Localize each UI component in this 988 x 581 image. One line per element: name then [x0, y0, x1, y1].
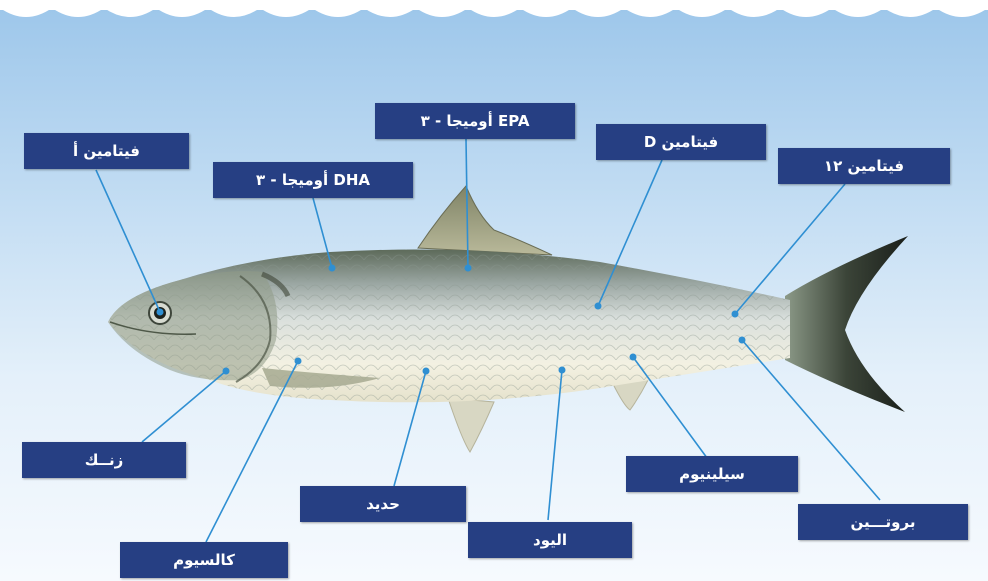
- herring-fish-icon: [108, 186, 908, 452]
- dot-zinc: [223, 368, 230, 375]
- dot-dha: [329, 265, 336, 272]
- label-calcium: كالسيوم: [120, 542, 288, 578]
- dot-calcium: [295, 358, 302, 365]
- dot-iron: [423, 368, 430, 375]
- label-protein: بروتـــين: [798, 504, 968, 540]
- label-vitamin-b12: فيتامين ١٢: [778, 148, 950, 184]
- leader-line-zinc: [142, 371, 226, 442]
- label-iron: حديد: [300, 486, 466, 522]
- label-epa-omega3: EPA أوميجا - ٣: [375, 103, 575, 139]
- dot-epa: [465, 265, 472, 272]
- label-iodine: اليود: [468, 522, 632, 558]
- dot-vitamin-a: [157, 309, 164, 316]
- label-vitamin-d: فيتامين D: [596, 124, 766, 160]
- label-vitamin-a: فيتامين أ: [24, 133, 189, 169]
- label-zinc: زنــك: [22, 442, 186, 478]
- label-dha-omega3: DHA أوميجا - ٣: [213, 162, 413, 198]
- dot-selenium: [630, 354, 637, 361]
- dot-vitamin-d: [595, 303, 602, 310]
- dot-protein: [739, 337, 746, 344]
- wave-border-icon: [0, 0, 988, 17]
- dot-vitamin-b12: [732, 311, 739, 318]
- dot-iodine: [559, 367, 566, 374]
- leader-line-vitamin-a: [96, 170, 160, 312]
- label-selenium: سيلينيوم: [626, 456, 798, 492]
